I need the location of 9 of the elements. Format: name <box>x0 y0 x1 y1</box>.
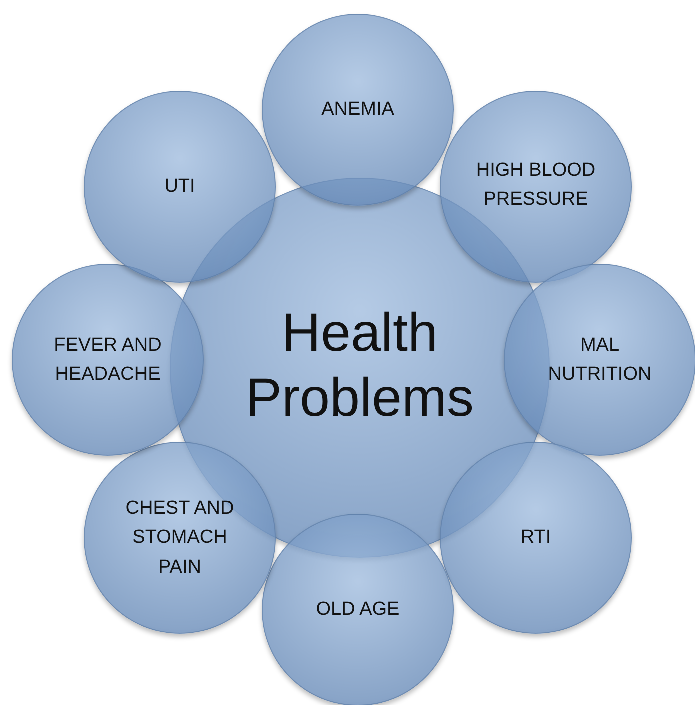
circle-label: CHEST AND STOMACH PAIN <box>124 496 236 580</box>
circle-label: RTI <box>520 526 552 550</box>
circle-label: FEVER AND HEADACHE <box>53 334 163 387</box>
circle-label: UTI <box>164 175 196 200</box>
circle-label: OLD AGE <box>315 598 401 622</box>
circle-label: HIGH BLOOD PRESSURE <box>475 158 597 212</box>
circle-label: ANEMIA <box>320 98 396 122</box>
circle-label: MAL NUTRITION <box>547 334 653 387</box>
center-title: Health Problems <box>244 302 476 430</box>
